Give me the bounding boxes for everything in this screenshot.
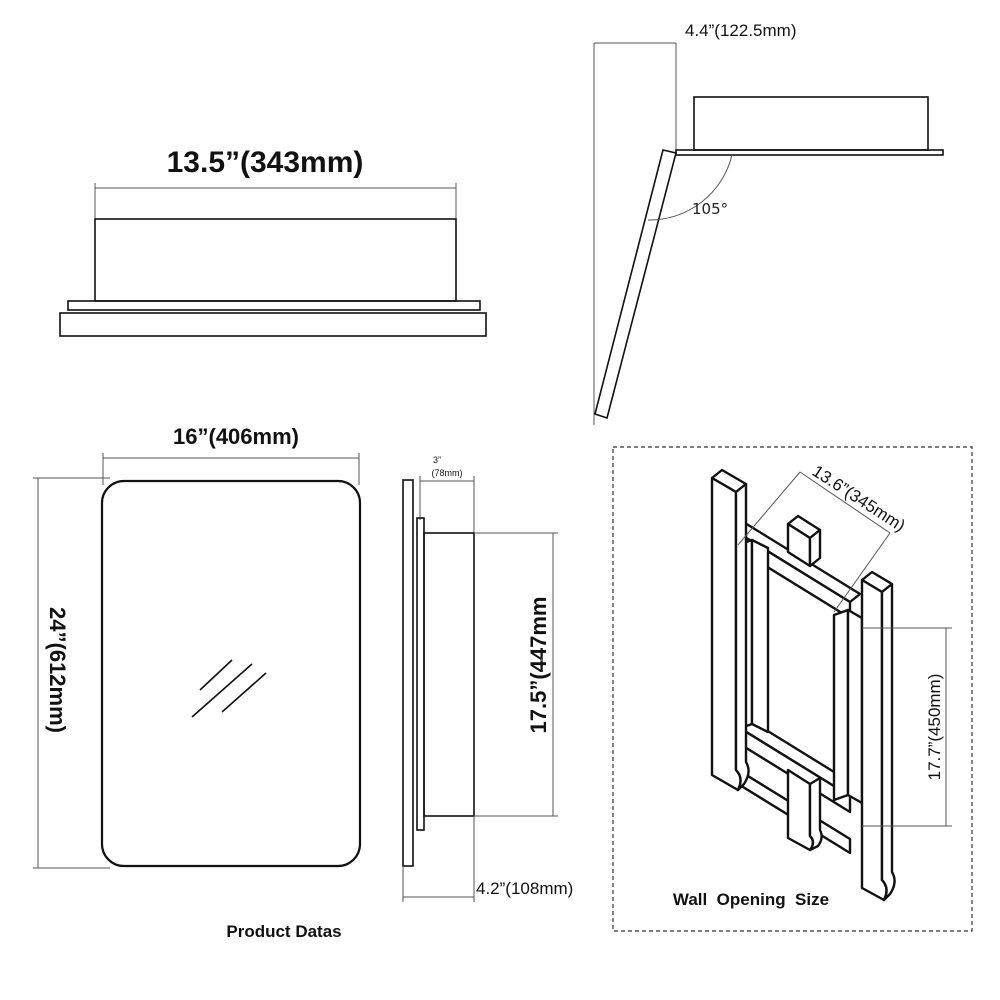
middle-stud-top-side <box>808 528 822 568</box>
cabinet-body-side-view <box>423 532 475 817</box>
front-height-label: 24”(612mm) <box>45 607 70 733</box>
opening-width-ext-left <box>737 471 801 546</box>
top-view: 13.5”(343mm) <box>59 146 487 337</box>
open-mirror-door <box>594 149 677 420</box>
inner-stud-right-side <box>846 608 864 805</box>
open-depth-label: 4.4”(122.5mm) <box>685 21 796 40</box>
mirror-door-side <box>402 479 414 867</box>
mirror-door-top <box>59 312 487 337</box>
product-caption: Product Datas <box>226 922 341 941</box>
wall-opening-border <box>612 446 973 932</box>
wall-opening-caption: Wall Opening Size <box>673 890 829 909</box>
opening-width-label: 13.6”(345mm) <box>809 461 909 535</box>
angle-arc <box>647 154 733 221</box>
body-height-label: 17.5”(447mm <box>526 597 551 734</box>
cabinet-body-top <box>94 218 457 302</box>
middle-stud-bottom-side <box>808 776 823 852</box>
opening-width-dimension-line <box>799 471 891 534</box>
inner-stud-right <box>832 608 850 802</box>
inset-label-line1: 3” <box>433 455 441 465</box>
mirror-front-panel <box>100 479 362 868</box>
left-stud-side <box>734 482 750 792</box>
front-width-label: 16”(406mm) <box>173 424 299 449</box>
cabinet-flange-top <box>67 300 481 311</box>
inner-stud-left-side <box>750 538 770 734</box>
opening-width-ext-right <box>833 532 891 613</box>
side-view: 3” (78mm) 17.5”(447mm 4.2”(108mm) <box>402 455 573 902</box>
top-width-label: 13.5”(343mm) <box>167 146 364 179</box>
right-stud-side <box>880 582 896 902</box>
wall-opening-panel: 13.6”(345mm) 17.7”(450mm) Wall Opening S… <box>612 446 973 932</box>
cabinet-body-side <box>693 96 929 151</box>
mirror-reflection-icon <box>191 659 267 718</box>
open-door-view: 4.4”(122.5mm) 105° <box>593 21 944 425</box>
inset-label-line2: (78mm) <box>432 468 463 478</box>
angle-label: 105° <box>692 200 728 218</box>
front-view: 16”(406mm) 24”(612mm) <box>33 424 362 869</box>
total-depth-label: 4.2”(108mm) <box>476 879 573 898</box>
opening-height-label: 17.7”(450mm) <box>925 674 944 781</box>
cabinet-flange-side <box>675 149 944 156</box>
cabinet-flange-side-view <box>416 517 425 831</box>
